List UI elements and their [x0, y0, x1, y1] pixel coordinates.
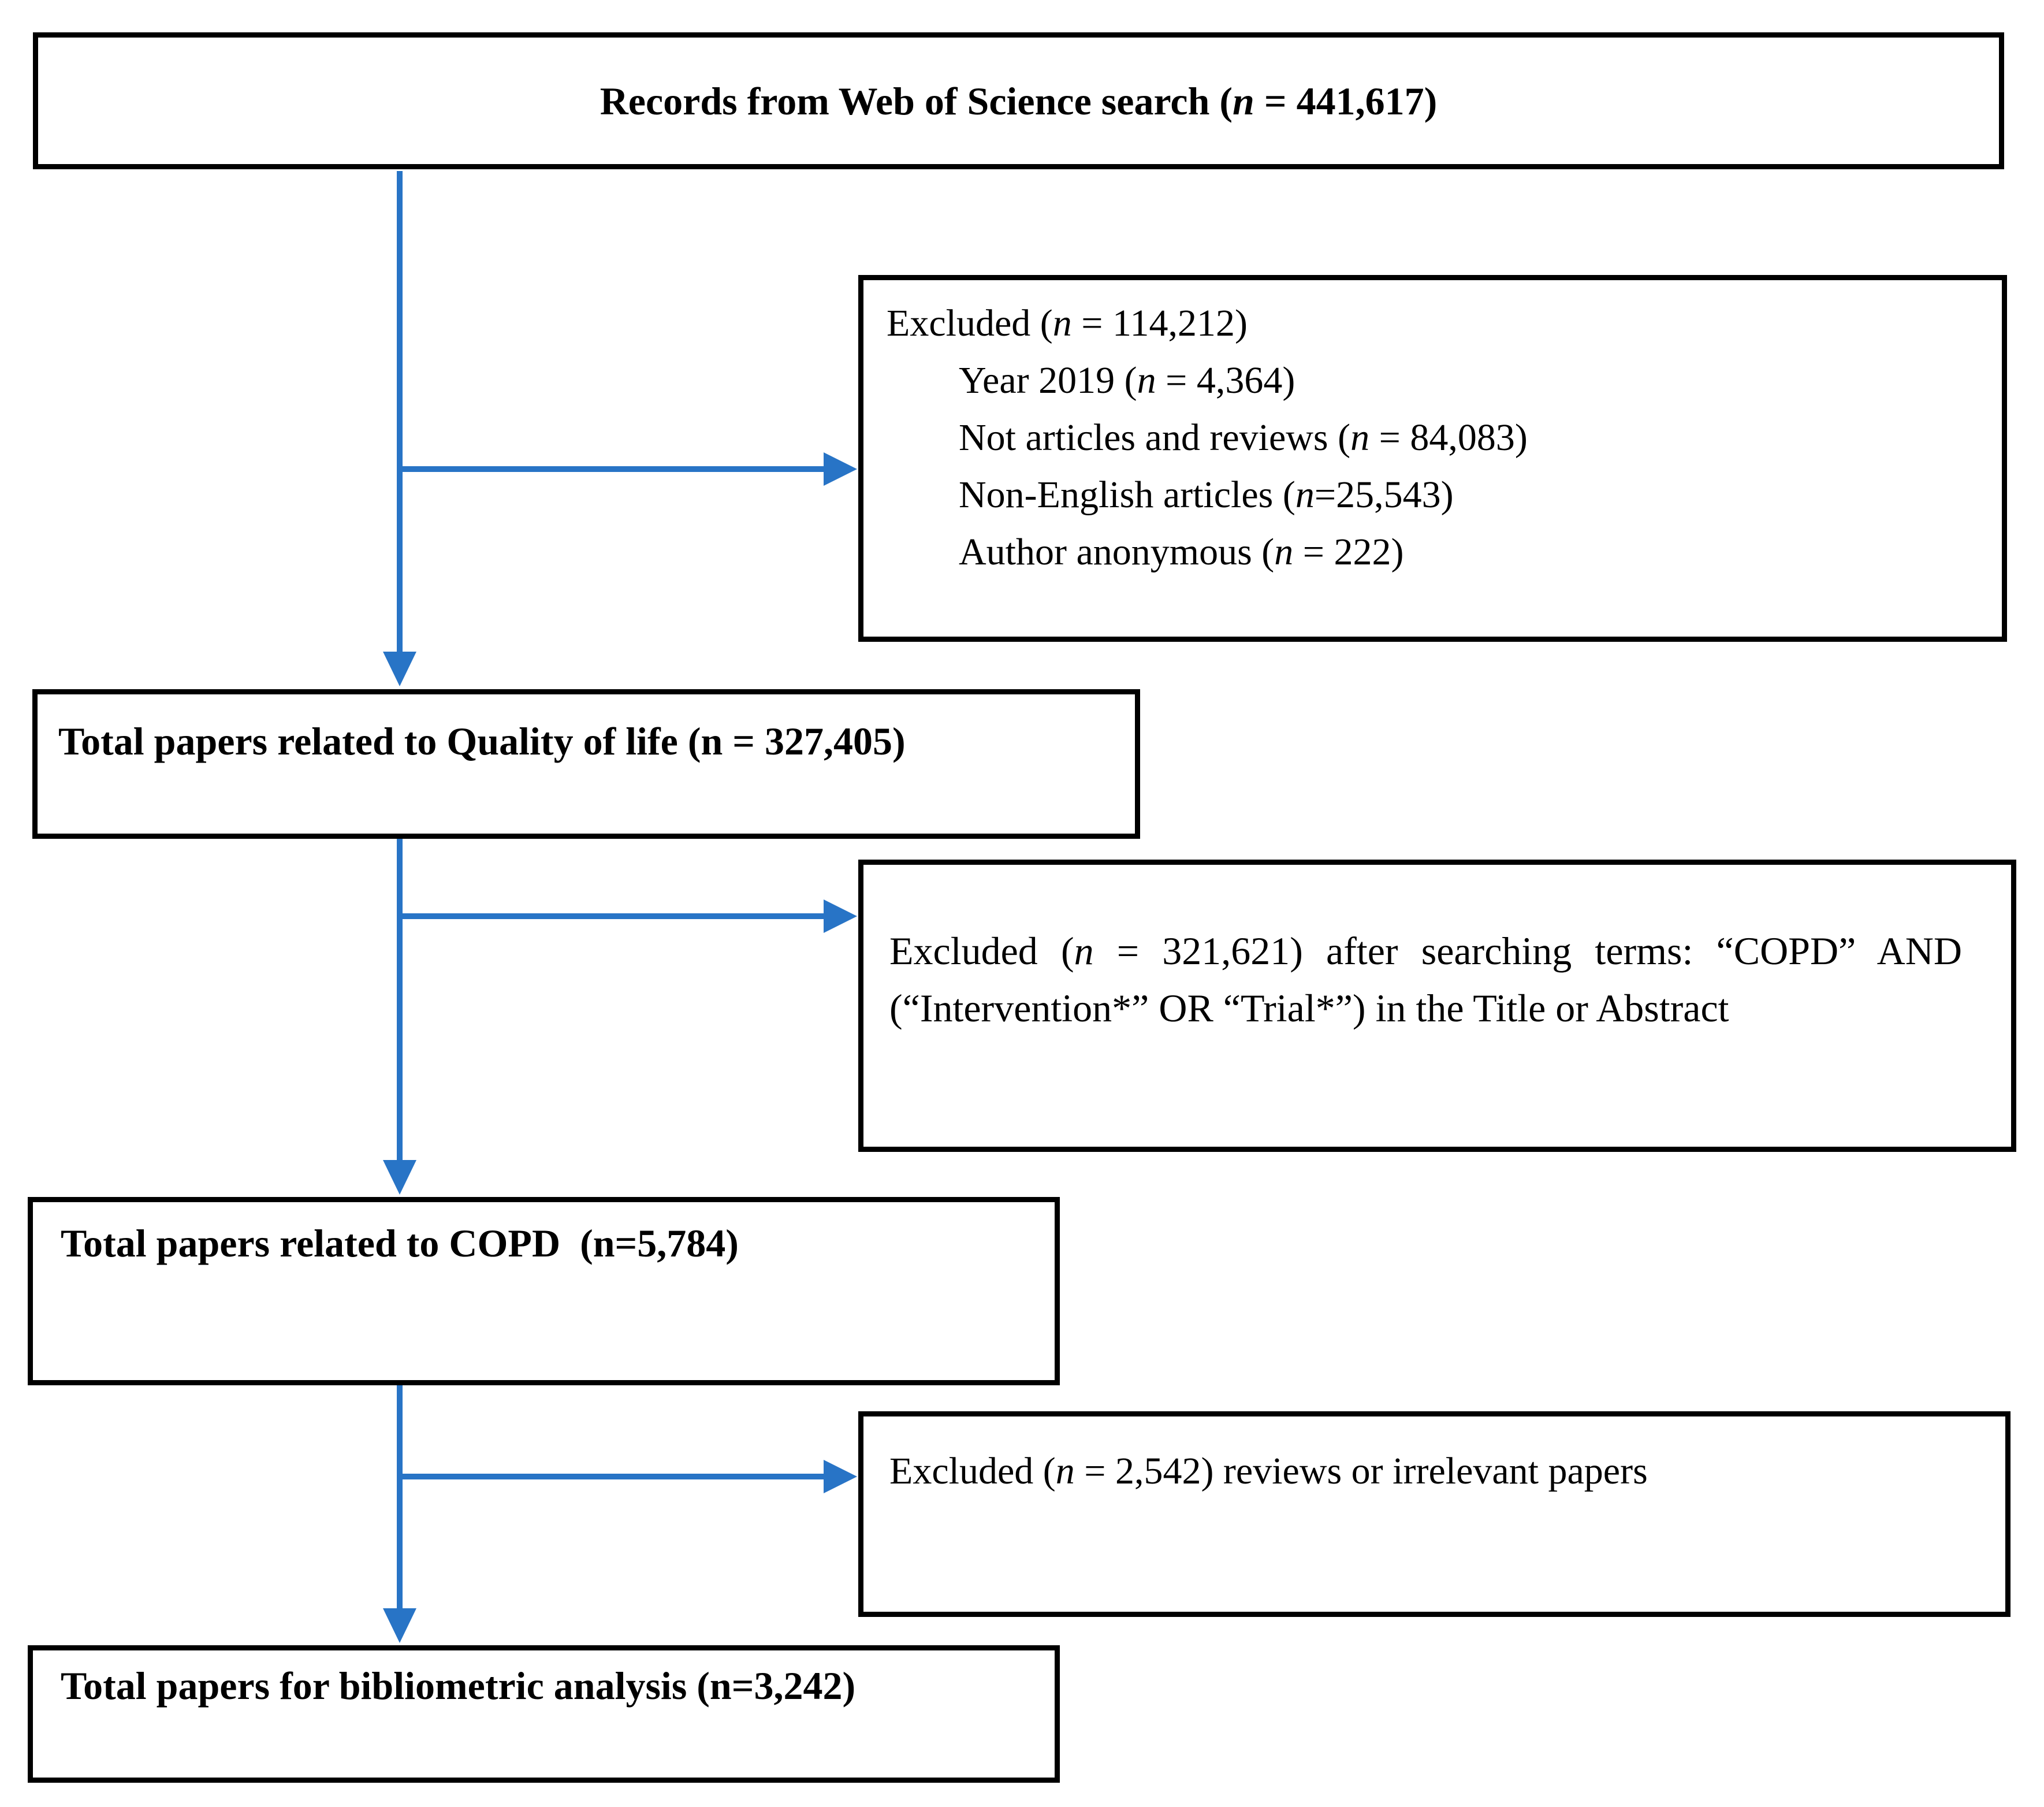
final-total-box: Total papers for bibliometric analysis (…	[28, 1645, 1060, 1783]
excluded-reason-language-line: Non-English articles (n=25,543)	[959, 474, 1454, 516]
qol-total-label: Total papers related to Quality of life …	[58, 719, 906, 763]
copd-total-box: Total papers related to COPD (n=5,784)	[28, 1197, 1060, 1385]
excluded-search-box: Excluded (n = 321,621) after searching t…	[858, 860, 2016, 1152]
excluded-reviews-text: Excluded (n = 2,542) reviews or irreleva…	[889, 1450, 1648, 1492]
excluded-reason-year-line: Year 2019 (n = 4,364)	[959, 359, 1295, 401]
arrow-head	[383, 1608, 416, 1643]
qol-total-box: Total papers related to Quality of life …	[32, 689, 1140, 839]
final-total-label: Total papers for bibliometric analysis (…	[61, 1664, 856, 1708]
excluded-initial-box: Excluded (n = 114,212) Year 2019 (n = 4,…	[858, 275, 2007, 642]
arrow-head	[383, 1160, 416, 1195]
arrow-branch-to-excluded-initial	[401, 452, 857, 486]
arrow-head	[824, 1460, 857, 1493]
excluded-initial-total-line: Excluded (n = 114,212)	[887, 302, 1248, 344]
records-box: Records from Web of Science search (n = …	[33, 32, 2004, 169]
arrow-copd-to-final	[383, 1385, 416, 1643]
records-label-post: = 441,617)	[1254, 79, 1438, 123]
excluded-reason-doctype-line: Not articles and reviews (n = 84,083)	[959, 417, 1528, 459]
arrow-branch-to-excluded-reviews	[401, 1460, 857, 1493]
records-label: Records from Web of Science search (n = …	[600, 77, 1438, 125]
arrow-branch-to-excluded-search	[401, 899, 857, 933]
arrow-head	[383, 652, 416, 686]
excluded-reviews-box: Excluded (n = 2,542) reviews or irreleva…	[858, 1411, 2011, 1617]
arrow-records-to-qol	[383, 171, 416, 686]
arrow-head	[824, 899, 857, 933]
excluded-reason-anonymous-line: Author anonymous (n = 222)	[959, 531, 1404, 573]
arrow-qol-to-copd	[383, 839, 416, 1195]
excluded-search-text: Excluded (n = 321,621) after searching t…	[889, 929, 1963, 1030]
copd-total-label: Total papers related to COPD (n=5,784)	[61, 1221, 739, 1265]
records-label-pre: Records from Web of Science search (	[600, 79, 1233, 123]
records-n: n	[1233, 79, 1254, 123]
arrow-head	[824, 452, 857, 486]
